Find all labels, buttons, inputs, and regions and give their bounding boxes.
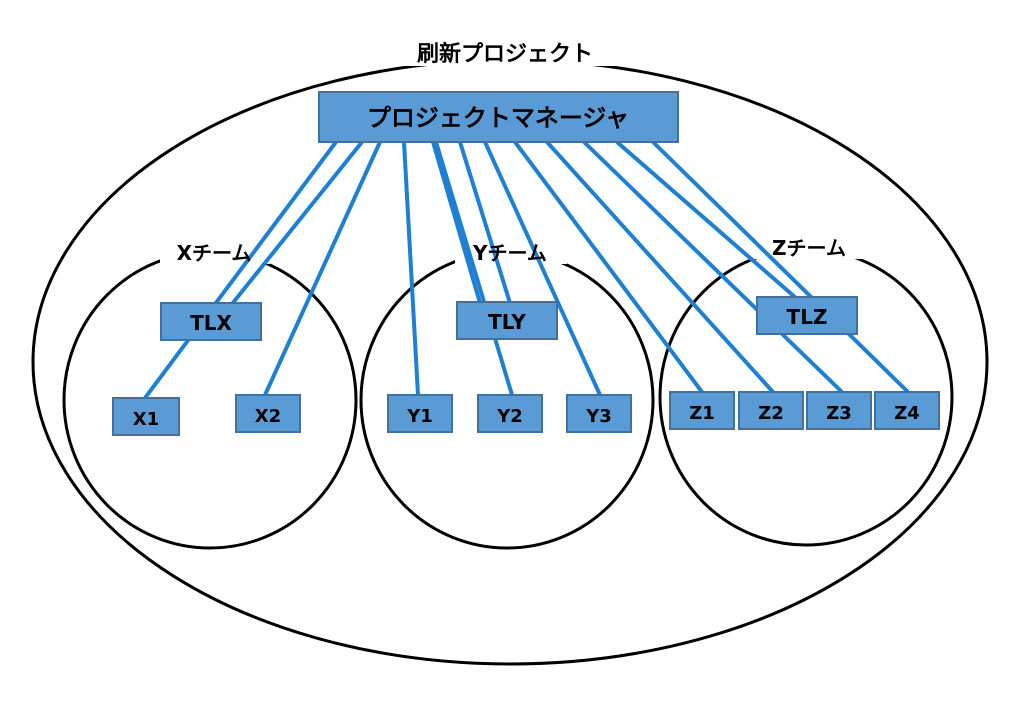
member-label: Z1 [689,403,715,424]
leader-box-x: TLX [160,302,262,341]
connector-lines [143,140,910,400]
leader-box-z: TLZ [756,296,858,335]
leader-y-label: TLY [488,310,526,334]
leader-z-label: TLZ [787,305,828,329]
line-to-tlz [615,140,798,300]
line-to-tly [431,141,482,304]
line-to-y2 [434,141,514,396]
line-to-z3 [582,140,844,394]
member-label: X2 [255,406,281,427]
member-label: Y1 [406,406,433,427]
member-box-z2: Z2 [738,391,804,430]
member-box-y2: Y2 [477,394,543,433]
line-to-z4 [651,140,910,394]
line-to-x2 [263,141,382,396]
leader-x-label: TLX [190,311,232,335]
project-label-bg [398,36,620,66]
member-box-z4: Z4 [874,391,940,430]
team-z-label-bg [753,233,865,259]
member-box-y1: Y1 [387,394,453,433]
line-to-x1 [143,140,338,400]
line-to-z2 [545,140,775,394]
member-label: Z3 [826,403,852,424]
member-label: Y2 [496,406,523,427]
member-label: Y3 [585,406,612,427]
member-box-y3: Y3 [566,394,632,433]
member-box-x2: X2 [235,394,301,433]
team-y-label: Yチーム [472,241,547,265]
member-box-x1: X1 [112,397,180,436]
project-ellipse [31,58,989,666]
manager-box: プロジェクトマネージャ [318,91,679,143]
line-to-z1 [513,140,704,394]
team-z-label: Zチーム [772,236,846,260]
line-to-tly-2 [458,141,512,304]
leader-box-y: TLY [456,301,558,340]
manager-label: プロジェクトマネージャ [367,104,629,132]
line-to-tlx [230,140,364,306]
project-label: 刷新プロジェクト [417,41,593,67]
member-label: Z2 [758,403,784,424]
team-y-label-bg [455,238,567,264]
member-box-z3: Z3 [806,391,872,430]
team-x-circle [62,250,358,550]
member-label: Z4 [894,403,920,424]
member-label: X1 [133,409,159,430]
team-x-label: Xチーム [177,241,252,265]
line-to-y1 [402,141,420,396]
line-to-y3 [483,141,602,396]
team-x-label-bg [160,238,270,264]
member-box-z1: Z1 [669,391,735,430]
